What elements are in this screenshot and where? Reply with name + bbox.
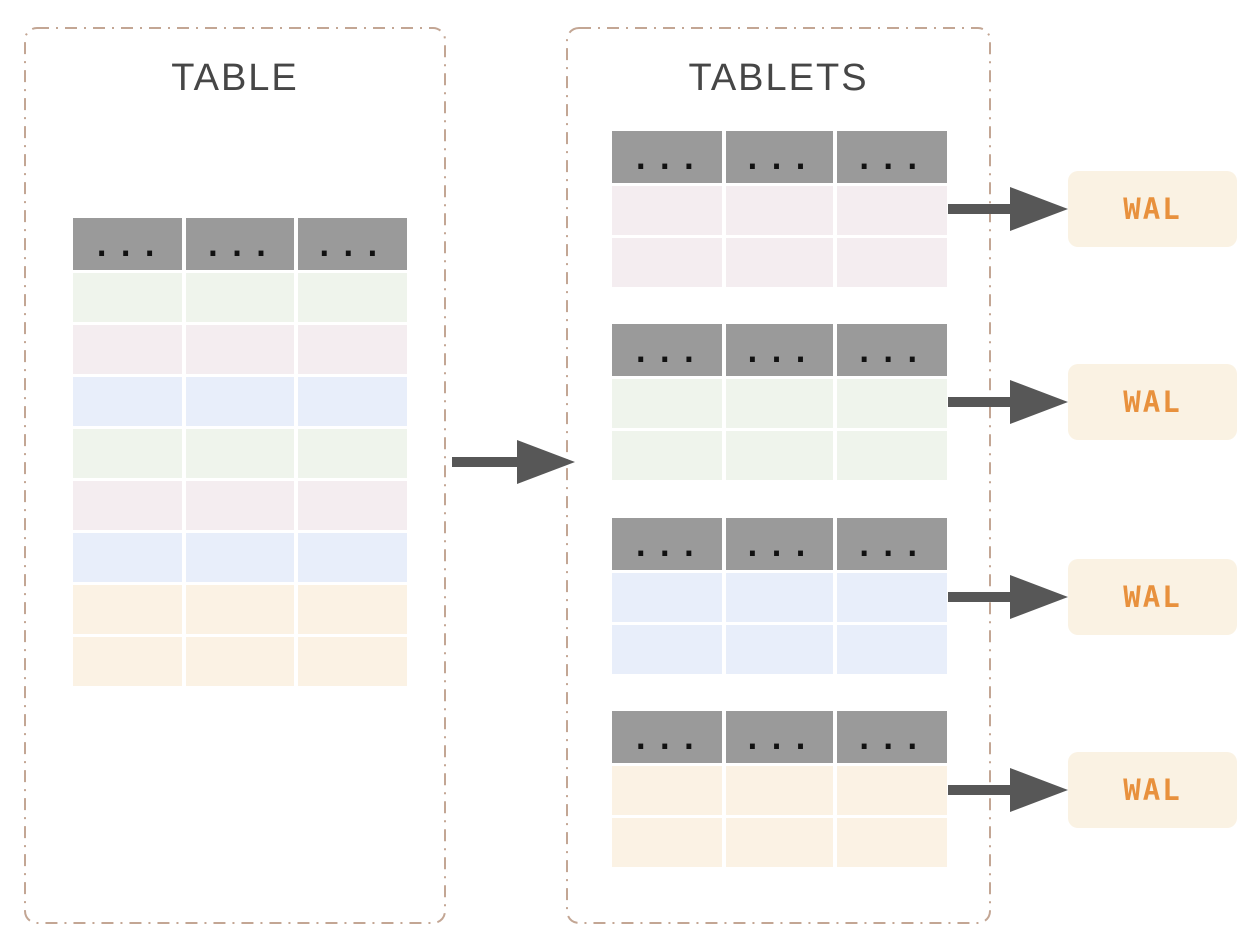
tablet-row — [612, 573, 947, 622]
wal-box: WAL — [1068, 364, 1237, 440]
dashed-border — [24, 27, 446, 924]
ellipsis-dots: ... — [631, 721, 704, 757]
tablet-row — [612, 186, 947, 235]
arrow-shaft — [948, 592, 1011, 602]
column-divider — [833, 518, 838, 674]
column-divider — [833, 131, 838, 287]
header-cell: ... — [612, 131, 724, 183]
header-cell: ... — [296, 218, 407, 270]
header-cell: ... — [724, 518, 836, 570]
column-divider — [833, 324, 838, 480]
column-divider — [721, 131, 726, 287]
ellipsis-dots: ... — [743, 334, 816, 370]
tablets-panel-title: TABLETS — [688, 57, 869, 99]
header-cell: ... — [835, 324, 947, 376]
arrow-head-icon — [1010, 187, 1068, 231]
wal-label: WAL — [1123, 192, 1182, 226]
column-divider — [721, 518, 726, 674]
table-row — [73, 429, 407, 478]
tablet-row — [612, 379, 947, 428]
header-cell: ... — [835, 131, 947, 183]
header-cell: ... — [612, 518, 724, 570]
ellipsis-dots: ... — [743, 721, 816, 757]
ellipsis-dots: ... — [743, 141, 816, 177]
tablet-row — [612, 431, 947, 480]
header-cell: ... — [612, 324, 724, 376]
ellipsis-dots: ... — [631, 528, 704, 564]
ellipsis-dots: ... — [203, 228, 277, 264]
arrow-shaft — [452, 457, 518, 467]
arrow-head-icon — [1010, 575, 1068, 619]
ellipsis-dots: ... — [92, 228, 165, 264]
wal-label: WAL — [1123, 385, 1182, 419]
header-cell: ... — [184, 218, 295, 270]
column-divider — [833, 711, 838, 867]
table-row — [73, 325, 407, 374]
arrow-head-icon — [1010, 380, 1068, 424]
table-row — [73, 637, 407, 686]
ellipsis-dots: ... — [743, 528, 816, 564]
wal-label: WAL — [1123, 773, 1182, 807]
column-divider — [182, 218, 187, 686]
tablet-header: ... ... ... — [612, 324, 947, 376]
column-divider — [721, 711, 726, 867]
header-cell: ... — [835, 711, 947, 763]
tablet-row — [612, 625, 947, 674]
ellipsis-dots: ... — [631, 334, 704, 370]
arrow-shaft — [948, 785, 1011, 795]
wal-box: WAL — [1068, 752, 1237, 828]
table-row — [73, 481, 407, 530]
tablet-2: ... ... ... — [612, 324, 947, 480]
header-cell: ... — [724, 131, 836, 183]
tablet-row — [612, 818, 947, 867]
table-panel-border — [24, 27, 446, 924]
ellipsis-dots: ... — [855, 334, 928, 370]
ellipsis-dots: ... — [855, 721, 928, 757]
tablet-1: ... ... ... — [612, 131, 947, 287]
source-table: ... ... ... — [73, 218, 407, 686]
column-divider — [293, 218, 298, 686]
ellipsis-dots: ... — [315, 228, 388, 264]
ellipsis-dots: ... — [631, 141, 704, 177]
wal-label: WAL — [1123, 580, 1182, 614]
tablet-header: ... ... ... — [612, 131, 947, 183]
arrow-shaft — [948, 397, 1011, 407]
tablets-panel: TABLETS ... ... ... ... ... ... — [566, 27, 991, 924]
table-row — [73, 273, 407, 322]
arrow-shaft — [948, 204, 1011, 214]
column-divider — [721, 324, 726, 480]
source-table-header: ... ... ... — [73, 218, 407, 270]
header-cell: ... — [724, 711, 836, 763]
table-panel-title: TABLE — [171, 57, 299, 99]
arrow-head-icon — [517, 440, 575, 484]
table-panel: TABLE ... ... ... — [24, 27, 446, 924]
table-row — [73, 585, 407, 634]
ellipsis-dots: ... — [855, 141, 928, 177]
header-cell: ... — [724, 324, 836, 376]
tablet-header: ... ... ... — [612, 711, 947, 763]
tablet-3: ... ... ... — [612, 518, 947, 674]
table-row — [73, 377, 407, 426]
ellipsis-dots: ... — [855, 528, 928, 564]
header-cell: ... — [612, 711, 724, 763]
wal-box: WAL — [1068, 171, 1237, 247]
header-cell: ... — [835, 518, 947, 570]
tablet-4: ... ... ... — [612, 711, 947, 867]
tablet-row — [612, 238, 947, 287]
tablet-row — [612, 766, 947, 815]
tablet-header: ... ... ... — [612, 518, 947, 570]
wal-box: WAL — [1068, 559, 1237, 635]
table-row — [73, 533, 407, 582]
header-cell: ... — [73, 218, 184, 270]
arrow-head-icon — [1010, 768, 1068, 812]
